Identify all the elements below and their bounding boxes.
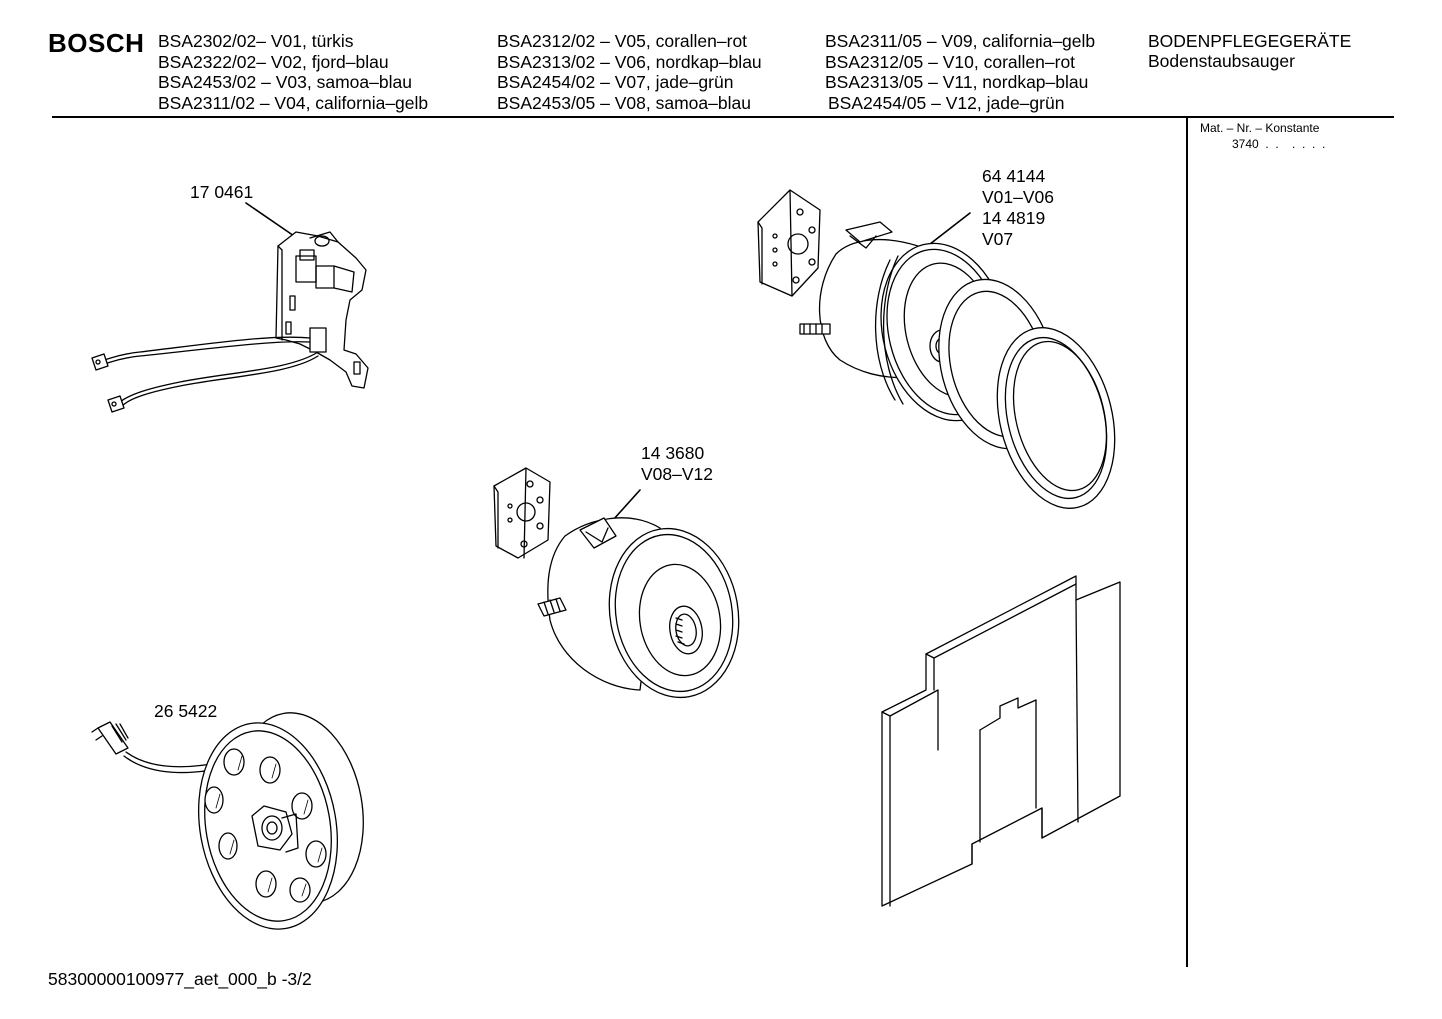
part-number-cable-reel: 26 5422 — [154, 701, 218, 721]
variant-motor-large-a: V01–V06 — [982, 187, 1055, 207]
cable-reel-drawing — [91, 712, 364, 930]
model-line: BSA2313/02 – V06, nordkap–blau — [497, 51, 762, 72]
category-title: BODENPFLEGEGERÄTE — [1148, 31, 1352, 51]
material-number-label: Mat. – Nr. – Konstante — [1200, 121, 1320, 135]
model-line: BSA2312/05 – V10, corallen–rot — [825, 51, 1076, 72]
model-line: BSA2311/02 – V04, california–gelb — [158, 92, 429, 113]
material-number-value: 3740 . . . . . . — [1232, 137, 1326, 151]
variant-motor-large-b: V07 — [982, 229, 1014, 249]
model-line: BSA2454/05 – V12, jade–grün — [828, 92, 1065, 113]
model-column-3: BSA2311/05 – V09, california–gelb BSA231… — [825, 31, 1095, 113]
variant-motor-small: V08–V12 — [641, 464, 714, 484]
part-number-switch-board: 17 0461 — [190, 182, 254, 202]
model-line: BSA2454/02 – V07, jade–grün — [497, 72, 734, 92]
motor-small-drawing — [493, 467, 740, 699]
model-line: BSA2453/05 – V08, samoa–blau — [497, 92, 751, 113]
model-line: BSA2311/05 – V09, california–gelb — [825, 31, 1096, 51]
sidebar-divider — [1186, 117, 1188, 967]
model-line: BSA2302/02– V01, türkis — [158, 31, 354, 51]
subcategory-title: Bodenstaubsauger — [1148, 51, 1295, 71]
part-number-motor-small: 14 3680 — [641, 443, 705, 463]
document-id: 58300000100977_aet_000_b -3/2 — [48, 969, 312, 989]
header-divider — [52, 116, 1394, 118]
cover-plate-drawing — [881, 575, 1121, 907]
model-column-1: BSA2302/02– V01, türkis BSA2322/02– V02,… — [158, 31, 428, 113]
brand-logo: BOSCH — [48, 28, 145, 58]
model-line: BSA2322/02– V02, fjord–blau — [158, 51, 389, 72]
part-number-motor-large-b: 14 4819 — [982, 208, 1046, 228]
part-number-motor-large-a: 64 4144 — [982, 166, 1046, 186]
motor-large-drawing — [757, 189, 1116, 509]
model-column-2: BSA2312/02 – V05, corallen–rot BSA2313/0… — [497, 31, 762, 113]
model-line: BSA2312/02 – V05, corallen–rot — [497, 31, 748, 51]
switch-board-drawing — [91, 202, 369, 413]
model-line: BSA2453/02 – V03, samoa–blau — [158, 72, 412, 92]
model-line: BSA2313/05 – V11, nordkap–blau — [825, 72, 1089, 92]
